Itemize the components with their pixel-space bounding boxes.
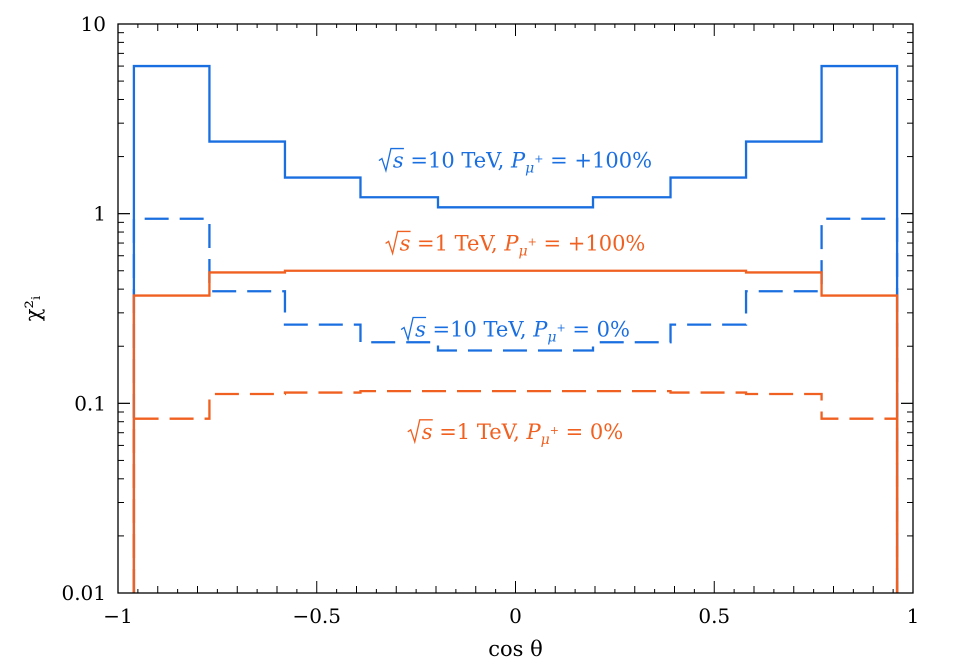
- annotation-plus: +: [534, 153, 543, 166]
- x-tick-label: 1: [907, 604, 920, 628]
- annotation-mu: μ: [525, 161, 534, 177]
- annotation-energy: =1 TeV,: [410, 231, 504, 255]
- annotation-plus: +: [528, 235, 537, 248]
- axis-labels-layer: −1 −0.5 0 0.5 1 10 1 0.1 0.01 cos θ χ²ᵢ: [21, 12, 919, 661]
- annotation-mu: μ: [541, 432, 550, 448]
- series-layer: [132, 64, 899, 593]
- annotation-p: P: [526, 420, 542, 444]
- series-line-2: [132, 217, 899, 593]
- sqrt-icon: [385, 230, 411, 256]
- sqrt-icon: [407, 419, 433, 445]
- annotation-plus: +: [556, 322, 565, 335]
- series-line-1: [132, 64, 899, 593]
- y-tick-label: 0.01: [61, 581, 106, 605]
- annotation-polarization: = +100%: [537, 231, 646, 255]
- annotation-p: P: [532, 318, 548, 342]
- annotation-mu: μ: [547, 330, 556, 346]
- series-line-4: [132, 389, 899, 593]
- annotation-polarization: = 0%: [566, 318, 630, 342]
- annotation-2: s =1 TeV, Pμ+ = +100%: [385, 230, 646, 259]
- annotation-s: s: [400, 231, 411, 255]
- annotation-text: s =10 TeV, Pμ+ = +100%: [393, 149, 652, 177]
- annotation-polarization: = +100%: [543, 149, 652, 173]
- plot-frame: [117, 23, 914, 594]
- annotation-p: P: [510, 149, 526, 173]
- annotation-mu: μ: [518, 243, 527, 259]
- annotation-p: P: [503, 231, 519, 255]
- x-axis-label: cos θ: [488, 637, 543, 661]
- annotations-layer: s =10 TeV, Pμ+ = +100%s =1 TeV, Pμ+ = +1…: [378, 147, 652, 448]
- annotation-4: s =1 TeV, Pμ+ = 0%: [407, 419, 623, 448]
- annotation-polarization: = 0%: [559, 420, 623, 444]
- annotation-s: s: [422, 420, 433, 444]
- annotation-text: s =1 TeV, Pμ+ = +100%: [400, 231, 646, 259]
- annotation-plus: +: [550, 424, 559, 437]
- annotation-energy: =10 TeV,: [404, 149, 511, 173]
- sqrt-icon: [378, 147, 404, 173]
- series-line-3: [132, 269, 899, 593]
- x-tick-label: 0: [509, 604, 522, 628]
- annotation-energy: =1 TeV,: [433, 420, 527, 444]
- annotation-3: s =10 TeV, Pμ+ = 0%: [400, 316, 630, 346]
- annotation-energy: =10 TeV,: [426, 318, 533, 342]
- y-tick-label: 0.1: [74, 391, 106, 415]
- y-axis-label: χ²ᵢ: [21, 296, 45, 321]
- x-tick-label: −0.5: [292, 604, 341, 628]
- sqrt-icon: [400, 316, 427, 342]
- y-tick-label: 1: [93, 202, 106, 226]
- axis-ticks: [117, 23, 914, 594]
- annotation-s: s: [393, 149, 404, 173]
- annotation-1: s =10 TeV, Pμ+ = +100%: [378, 147, 652, 177]
- x-tick-label: 0.5: [698, 604, 730, 628]
- x-tick-label: −1: [103, 604, 132, 628]
- annotation-s: s: [415, 318, 426, 342]
- y-tick-label: 10: [81, 12, 106, 36]
- annotation-text: s =1 TeV, Pμ+ = 0%: [422, 420, 623, 448]
- annotation-text: s =10 TeV, Pμ+ = 0%: [415, 318, 630, 346]
